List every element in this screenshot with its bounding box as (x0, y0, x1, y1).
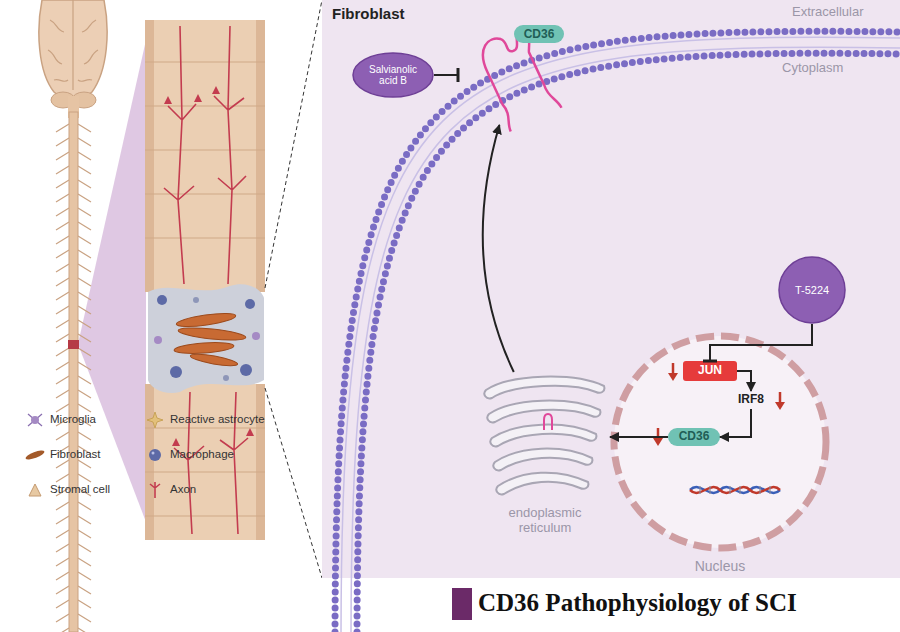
title-mark (452, 588, 472, 620)
brain-drawing (39, 0, 107, 118)
nuclear-envelope (653, 438, 663, 446)
lesion-core (176, 311, 237, 329)
cell-membrane (357, 53, 900, 632)
zoom-dashed-lines (265, 0, 322, 578)
arrow-connector (483, 125, 514, 372)
nuclear-envelope (668, 373, 678, 381)
gene-name: JUN (698, 364, 722, 378)
lesion-core (178, 325, 247, 342)
er-cisternae (493, 449, 592, 471)
lesion-core (252, 332, 260, 340)
cord-segment (145, 20, 154, 292)
spinal-cord (68, 340, 79, 349)
arrow-connector (610, 436, 668, 438)
cord-segment (145, 428, 265, 516)
compartment-label: Nucleus (608, 558, 832, 574)
legend-icons (25, 412, 163, 498)
lesion-core (148, 284, 264, 393)
cell-membrane (335, 31, 900, 632)
panel-heading: Fibroblast (332, 5, 405, 22)
title-mark (452, 588, 472, 620)
nuclear-envelope (690, 487, 780, 493)
spinal-cord (68, 112, 79, 632)
er-cisternae (480, 372, 610, 502)
er-cisternae (496, 473, 588, 495)
zoom-dashed-lines (265, 0, 322, 578)
lesion-core (174, 341, 235, 355)
legend-icons (152, 452, 155, 455)
nucleus: NucleusJUNIRF8CD36 (608, 330, 832, 554)
drug-name: T-5224 (795, 284, 829, 297)
lesion-core (245, 299, 255, 309)
cord-segment (256, 20, 265, 292)
nuclear-envelope (700, 486, 770, 494)
legend-icons (31, 416, 39, 424)
arrow-connector (720, 409, 751, 437)
lesion-core (157, 295, 167, 305)
cord-segment (145, 384, 265, 540)
cd36-receptor: CD36 (458, 25, 570, 125)
legend-icons (147, 412, 163, 428)
cell-membrane (351, 47, 900, 632)
legend-icons (149, 449, 161, 461)
lesion-core (148, 284, 264, 393)
legend-icons (29, 484, 41, 496)
er-cisternae (484, 377, 604, 399)
gene-name: CD36 (679, 430, 710, 444)
cord-segment (145, 20, 265, 540)
organelle-label: endoplasmic reticulum (497, 506, 593, 536)
legend-text: Reactive astrocyte (170, 413, 265, 425)
legend-text: Macrophage (170, 448, 234, 460)
inhibitor-circle: T-5224 (778, 256, 846, 324)
region-label: Cytoplasm (782, 60, 843, 75)
cord-segment (145, 20, 265, 292)
gene-box: JUN (683, 361, 737, 381)
ellipse-outline (353, 53, 433, 97)
legend-text: Microglia (50, 413, 96, 425)
drug-name: Salvianolic acid B (360, 64, 426, 87)
inhibition-connector (710, 324, 812, 361)
nuclear-envelope (775, 402, 785, 410)
lesion-core (190, 352, 239, 368)
protein-name: CD36 (514, 25, 564, 43)
lesion-core (240, 364, 252, 376)
gene-label: IRF8 (732, 391, 770, 409)
legend-text: Fibroblast (50, 448, 101, 460)
er-cisternae (544, 414, 552, 430)
gene-pill: CD36 (668, 428, 720, 446)
legend-icons (25, 449, 46, 461)
figure-title: CD36 Pathophysiology of SCI (478, 586, 797, 620)
endoplasmic-reticulum: endoplasmic reticulum (480, 372, 610, 502)
legend-text: Stromal cell (50, 483, 110, 495)
circle-outline (779, 257, 845, 323)
brain-drawing (48, 20, 98, 81)
inhibition-connector (434, 74, 458, 76)
brain-drawing (39, 0, 107, 98)
lesion-core (170, 366, 182, 378)
inhibitor-ellipse: Salvianolic acid B (352, 52, 434, 98)
region-label: Extracellular (792, 4, 864, 19)
lesion-core (154, 336, 162, 344)
brain-drawing (72, 0, 73, 90)
spinal-cord (69, 112, 78, 632)
legend-text: Axon (170, 483, 196, 495)
cell-panel: FibroblastSalvianolic acid BCD36T-5224Nu… (322, 0, 900, 578)
legend-icons (28, 414, 42, 426)
cord-segment (164, 26, 246, 284)
cord-segment (145, 62, 265, 238)
lesion-core (193, 297, 199, 303)
nuclear-envelope (690, 487, 780, 493)
lesion-core (223, 375, 229, 381)
nuclear-envelope (614, 336, 826, 548)
arrow-connector (737, 371, 751, 391)
legend-icons (150, 482, 160, 498)
gene-name: IRF8 (738, 393, 764, 407)
